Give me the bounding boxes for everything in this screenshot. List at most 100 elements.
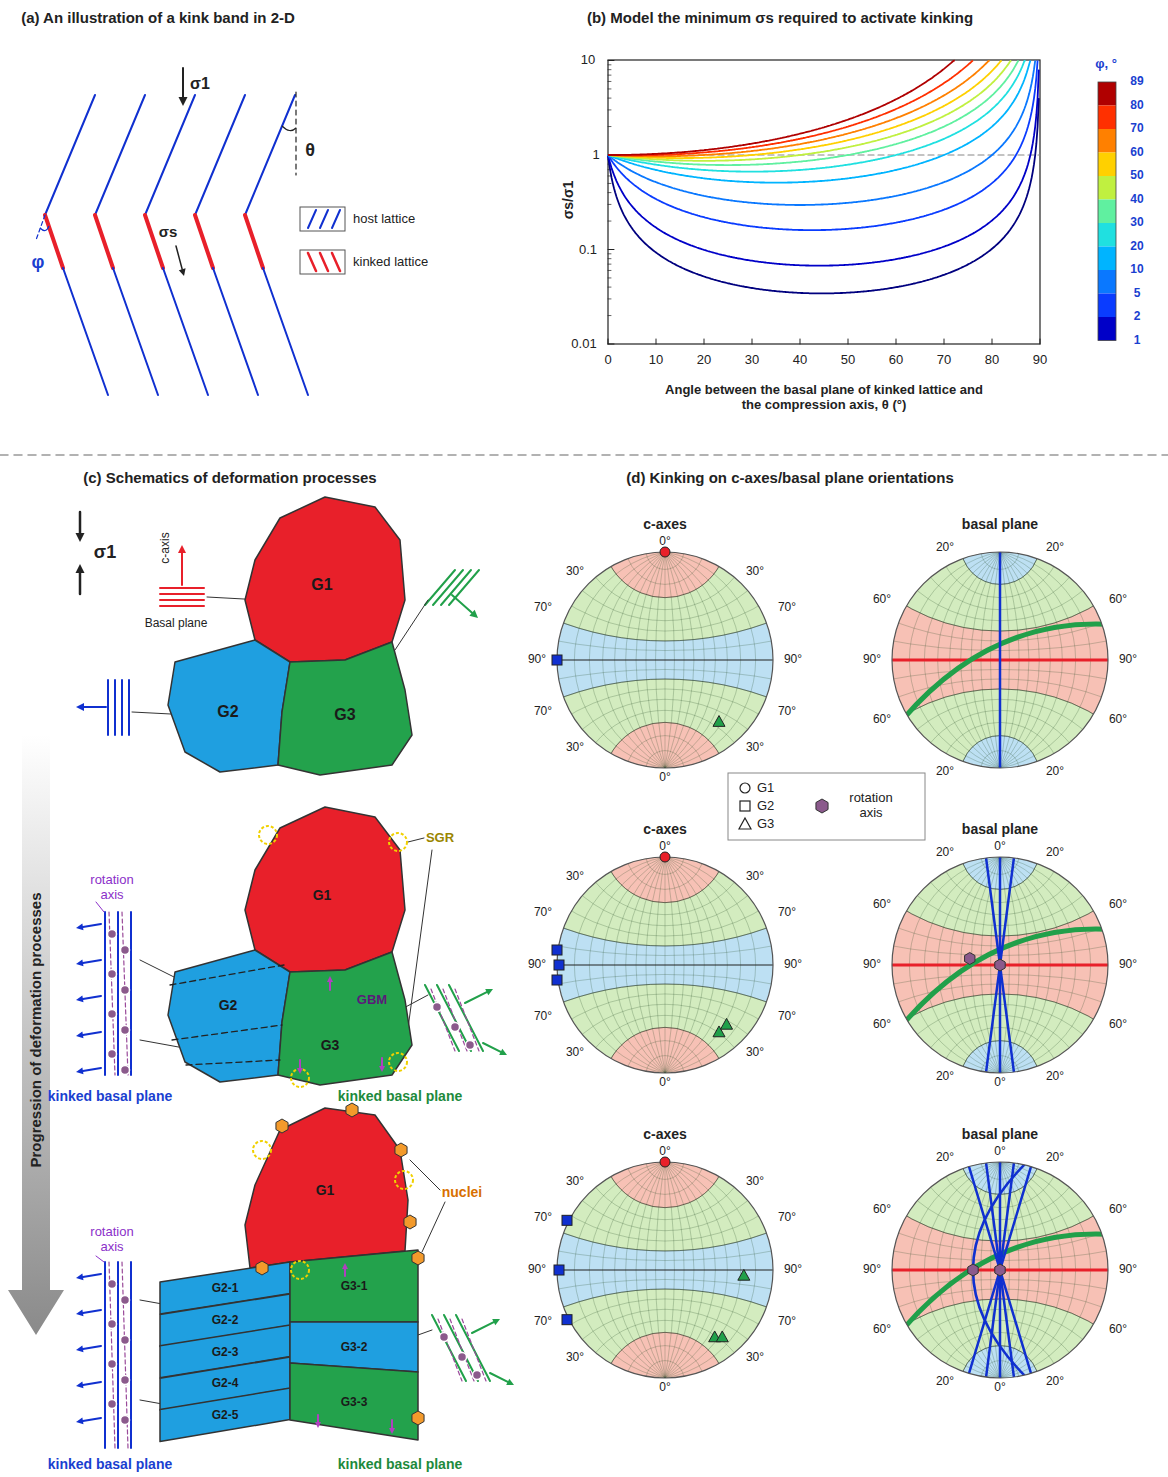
basal-line xyxy=(107,680,109,735)
grain-shape xyxy=(290,1363,418,1440)
label: 20° xyxy=(1046,1151,1064,1165)
g2-square xyxy=(562,1215,572,1225)
rotation-axis-dot xyxy=(108,1360,117,1369)
plot-frame xyxy=(608,60,1040,344)
gbm-arrow xyxy=(391,1420,393,1428)
c-axis-arrow xyxy=(83,1274,101,1277)
label: 30° xyxy=(566,870,584,884)
colorbar-band xyxy=(1098,200,1116,224)
gbm-arrow xyxy=(344,1269,346,1276)
g3-triangle xyxy=(716,1331,728,1342)
grain-shape xyxy=(160,1388,290,1442)
grain-shape xyxy=(290,1250,418,1322)
grain-label: G1 xyxy=(313,887,332,903)
subgrain-boundary xyxy=(186,1060,280,1065)
gbm-arrow-head xyxy=(389,1428,395,1434)
label: rotation axis xyxy=(77,873,147,903)
label: 90° xyxy=(863,1263,881,1277)
rotation-axis-dot xyxy=(121,1416,130,1425)
c-axis-arrow-head xyxy=(485,989,493,995)
label: 20° xyxy=(1046,541,1064,555)
g2-square xyxy=(552,945,562,955)
label: 0 xyxy=(604,353,611,368)
grain-shape xyxy=(245,807,405,972)
x-tick xyxy=(992,339,993,344)
g2-basal-trace xyxy=(973,1162,1027,1378)
kinked-lattice-line xyxy=(245,215,263,268)
y-minor-tick xyxy=(608,126,611,127)
x-tick xyxy=(656,339,657,344)
label: 90° xyxy=(528,958,546,972)
c-axis-arrow-head xyxy=(492,1319,500,1325)
legend-text: G3 xyxy=(757,817,774,832)
label: 60° xyxy=(1109,713,1127,727)
gbm-arrow xyxy=(329,982,331,990)
kinked-lattice-line xyxy=(145,215,163,268)
grid-line xyxy=(388,0,1168,651)
model-curve xyxy=(608,61,973,156)
grain-label: G2 xyxy=(217,703,238,721)
label: 20° xyxy=(936,846,954,860)
label: 1 xyxy=(592,148,599,163)
sgr-marker xyxy=(395,1171,413,1189)
c-axis-arrow xyxy=(452,595,472,613)
c-axis-arrow-head xyxy=(178,545,186,553)
grain-label: G1 xyxy=(311,576,332,594)
legend-square xyxy=(740,801,750,811)
grain: G3 xyxy=(276,640,414,777)
grain-label: G3-3 xyxy=(341,1395,368,1409)
basal-line xyxy=(449,570,479,605)
label: 70° xyxy=(778,1211,796,1225)
label: 90 xyxy=(1033,353,1047,368)
grain-shape xyxy=(168,950,290,1082)
kinked-basal-line xyxy=(117,912,119,1075)
label: 0° xyxy=(994,840,1005,854)
colorbar-band xyxy=(1098,153,1116,177)
nucleus xyxy=(395,1143,407,1157)
label: 60° xyxy=(1109,1018,1127,1032)
rotation-axis-symbol xyxy=(995,959,1005,971)
c-axis-arrow xyxy=(83,1310,101,1313)
label: 90° xyxy=(784,1263,802,1277)
label: 30° xyxy=(746,1046,764,1060)
label: 30° xyxy=(746,741,764,755)
legend-hexagon xyxy=(816,799,828,813)
label: 60° xyxy=(873,1018,891,1032)
grid-line xyxy=(703,658,1168,1251)
grain: G1 xyxy=(243,1106,410,1270)
label: 10 xyxy=(581,53,595,68)
leader-line xyxy=(418,1330,432,1335)
y-minor-tick xyxy=(608,287,611,288)
c-axis-arrow-head xyxy=(506,1379,514,1385)
grid-line xyxy=(53,669,1168,1477)
grain-shape xyxy=(278,642,412,775)
grain: G2 xyxy=(166,638,292,774)
theta-guide xyxy=(295,92,296,175)
grid-line xyxy=(597,1054,1029,1477)
label: kinked basal plane xyxy=(338,1088,463,1104)
c-axis-arrow-head xyxy=(76,1273,83,1280)
gbm-arrow-head xyxy=(327,976,333,982)
grid-line xyxy=(991,648,1168,1477)
label: 60° xyxy=(1109,898,1127,912)
rotation-axis-dot xyxy=(473,1371,482,1380)
g2-basal-trace xyxy=(999,552,1002,768)
basal-line xyxy=(160,599,204,601)
label: 0° xyxy=(659,535,670,549)
rotation-axis-dot xyxy=(108,1400,117,1409)
leader-line xyxy=(408,838,424,842)
label: σs/σ1 xyxy=(560,181,576,220)
grid-line xyxy=(971,1054,1168,1477)
g3-triangle xyxy=(721,1018,733,1029)
label: 70° xyxy=(778,1010,796,1024)
grain-label: G2-2 xyxy=(212,1313,239,1327)
c-axis-arrow-head xyxy=(76,1381,83,1388)
label: 30° xyxy=(746,1351,764,1365)
label: rotation axis xyxy=(77,1225,147,1255)
host-lattice-line xyxy=(113,268,158,395)
label: 70° xyxy=(534,906,552,920)
colorbar-band xyxy=(1098,294,1116,318)
rotation-axis-dot xyxy=(451,1023,460,1032)
leader-line xyxy=(96,1256,104,1262)
